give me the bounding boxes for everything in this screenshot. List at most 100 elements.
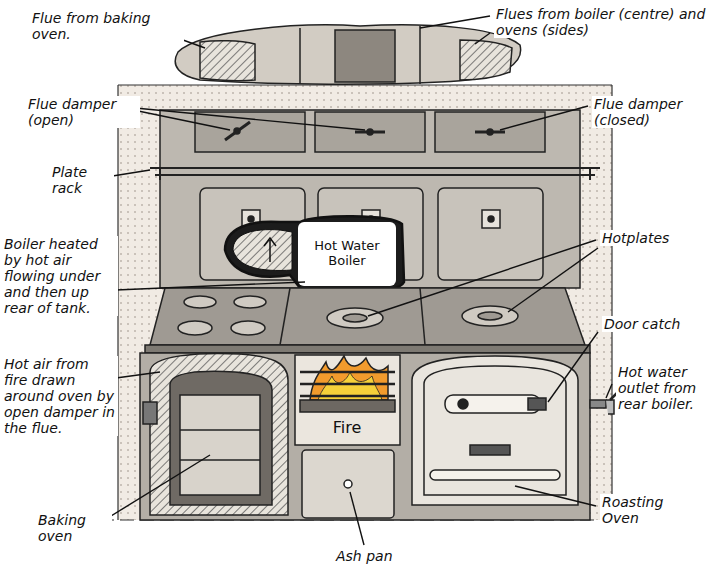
- part-label: Plate rack: [50, 164, 114, 196]
- leader-line: [548, 332, 598, 402]
- hot-water-boiler: [225, 216, 404, 294]
- wall: [40, 85, 700, 520]
- back-panel: [435, 112, 545, 152]
- wall: [118, 85, 612, 520]
- fire-box: Fire: [317, 417, 377, 439]
- part-label: Boiler heated by hot air flowing under a…: [2, 236, 118, 316]
- baking-oven: [180, 429, 260, 431]
- plate-rack: [150, 168, 600, 180]
- hotplate-top: [150, 288, 585, 345]
- roasting-oven: [412, 356, 578, 505]
- hotplate-top: [327, 308, 383, 328]
- plate-rack: [155, 174, 595, 176]
- hotplate-top: [234, 296, 266, 308]
- back-panel: [225, 122, 250, 140]
- roasting-oven: [424, 366, 566, 495]
- roasting-oven: [470, 445, 510, 455]
- part-label: Door catch: [602, 316, 706, 332]
- part-label: Hotplates: [600, 230, 704, 246]
- leader-line: [98, 455, 210, 524]
- hotplate-top: [184, 296, 216, 308]
- panel-door: [438, 188, 543, 280]
- roasting-oven: [528, 398, 546, 410]
- flue-pipe: [460, 40, 512, 80]
- flue-pipe: [200, 41, 255, 81]
- hot-water-boiler: [298, 222, 396, 286]
- back-panel: [160, 110, 580, 288]
- firebox: [300, 400, 395, 412]
- ash-pan: [344, 480, 352, 488]
- leader-line: [420, 16, 490, 28]
- leader-line: [350, 492, 364, 545]
- panel-door: [200, 188, 305, 280]
- part-label: Flue damper (open): [26, 96, 140, 128]
- leader-line: [606, 384, 612, 398]
- plate-rack: [589, 168, 591, 180]
- back-panel: [315, 112, 425, 152]
- baking-oven: [143, 402, 157, 424]
- hot-water-boiler: [264, 238, 276, 262]
- part-label: Flue from baking oven.: [30, 10, 184, 42]
- leader-line: [515, 486, 596, 506]
- hotplate-top: [145, 288, 590, 353]
- baking-oven: [143, 353, 288, 515]
- flue-pipe: [175, 25, 520, 84]
- baking-oven: [170, 371, 272, 505]
- baking-oven: [150, 353, 288, 515]
- firebox: [300, 383, 395, 386]
- boiler-box: Hot Water Boiler: [304, 237, 390, 271]
- roasting-oven: [430, 470, 560, 480]
- leader-line: [368, 240, 596, 316]
- hotplate-top: [343, 314, 367, 322]
- node-text: Hot Water Boiler: [304, 239, 390, 269]
- wall: [611, 85, 612, 520]
- flue-pipe: [419, 26, 421, 84]
- hot-water-boiler: [233, 230, 292, 271]
- hotplate-top: [178, 321, 212, 335]
- leader-line: [116, 282, 305, 290]
- back-panel: [195, 112, 305, 152]
- hot-water-boiler: [225, 216, 404, 294]
- roasting-oven: [412, 356, 578, 505]
- range-body: [140, 353, 590, 520]
- back-panel: [487, 129, 493, 135]
- panel-door: [482, 210, 500, 228]
- firebox: [300, 371, 395, 374]
- baking-oven: [180, 459, 260, 461]
- flue-pipe: [299, 28, 301, 84]
- hotplate-top: [280, 288, 290, 345]
- part-label: Roasting Oven: [600, 494, 704, 526]
- back-panel: [234, 128, 240, 134]
- part-label: Ash pan: [334, 548, 428, 564]
- firebox: [300, 395, 395, 398]
- leader-line: [500, 106, 588, 130]
- baking-oven: [180, 395, 260, 495]
- panel-door: [248, 216, 254, 222]
- node-text: Fire: [317, 419, 377, 437]
- hotplate-top: [231, 321, 265, 335]
- part-label: Flues from boiler (centre) and ovens (si…: [494, 6, 710, 38]
- leader-line: [116, 372, 160, 378]
- hot-water-tap: [590, 392, 618, 414]
- back-panel: [160, 110, 580, 288]
- leader-line: [475, 33, 490, 44]
- part-label: Flue damper (closed): [592, 96, 708, 128]
- leader-line: [114, 106, 365, 130]
- hot-water-tap: [606, 400, 614, 414]
- hot-water-tap: [590, 400, 606, 408]
- range-body: [140, 353, 590, 520]
- leader-line: [98, 16, 612, 545]
- panel-door: [488, 216, 494, 222]
- part-label: Hot water outlet from rear boiler.: [616, 364, 710, 412]
- hotplate-top: [462, 306, 518, 326]
- roasting-oven: [458, 399, 468, 409]
- roasting-oven: [445, 395, 540, 413]
- ash-pan: [302, 450, 394, 518]
- flue-pipe: [175, 25, 520, 84]
- plate-rack: [159, 168, 161, 180]
- leader-line: [508, 248, 598, 312]
- flue-pipe: [335, 30, 395, 82]
- hotplate-top: [145, 345, 590, 353]
- plate-rack: [150, 167, 600, 169]
- part-label: Hot air from fire drawn around oven by o…: [2, 356, 118, 436]
